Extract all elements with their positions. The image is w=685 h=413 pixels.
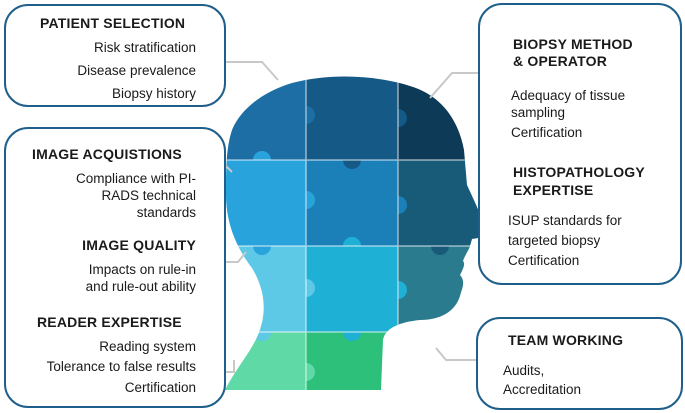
puzzle-piece bbox=[306, 332, 398, 391]
biopsy-operator-title: & OPERATOR bbox=[513, 53, 608, 69]
biopsy-item: sampling bbox=[511, 105, 566, 120]
puzzle-piece bbox=[225, 76, 306, 160]
biopsy-method-title: BIOPSY METHOD bbox=[513, 36, 633, 52]
histopathology-title: HISTOPATHOLOGY bbox=[513, 164, 645, 180]
histopathology-item: ISUP standards for bbox=[508, 213, 622, 228]
reader-expertise-item: Certification bbox=[124, 380, 196, 395]
connector-line bbox=[222, 251, 247, 263]
puzzle-piece bbox=[225, 332, 306, 391]
patient-selection-title: PATIENT SELECTION bbox=[40, 15, 186, 31]
connector-line bbox=[222, 61, 279, 81]
puzzle-piece bbox=[306, 246, 398, 332]
puzzle-piece bbox=[306, 76, 398, 160]
image-quality-item: and rule-out ability bbox=[85, 279, 196, 294]
puzzle-piece bbox=[225, 160, 306, 246]
biopsy-item: Certification bbox=[511, 125, 583, 140]
biopsy-item: Adequacy of tissue bbox=[511, 88, 626, 103]
disease-prevalence-item: Disease prevalence bbox=[77, 63, 196, 78]
reader-expertise-item: Tolerance to false results bbox=[46, 359, 196, 374]
acquisition-item: Compliance with PI- bbox=[75, 171, 196, 186]
connector-line bbox=[222, 360, 235, 373]
histopathology-expertise-title: EXPERTISE bbox=[513, 182, 594, 198]
team-working-item: Audits, bbox=[503, 363, 545, 378]
histopathology-item: targeted biopsy bbox=[508, 233, 601, 248]
team-working-title: TEAM WORKING bbox=[508, 332, 624, 348]
biopsy-histopathology-box bbox=[478, 3, 682, 285]
biopsy-history-item: Biopsy history bbox=[111, 86, 196, 101]
puzzle-piece bbox=[306, 160, 398, 246]
team-working-box bbox=[476, 317, 683, 410]
connector-line bbox=[435, 347, 476, 361]
acquisition-item: standards bbox=[136, 205, 196, 220]
puzzle-piece bbox=[225, 246, 306, 332]
reader-expertise-title: READER EXPERTISE bbox=[37, 314, 182, 330]
acquisition-item: RADS technical bbox=[101, 188, 196, 203]
risk-stratification-item: Risk stratification bbox=[93, 40, 196, 55]
patient-selection-box bbox=[4, 4, 226, 107]
image-quality-item: Impacts on rule-in bbox=[88, 262, 196, 277]
image-acquisitions-title: IMAGE ACQUISTIONS bbox=[32, 146, 182, 162]
reader-expertise-item: Reading system bbox=[99, 339, 196, 354]
imaging-reader-box bbox=[4, 127, 226, 408]
image-quality-title: IMAGE QUALITY bbox=[82, 237, 196, 253]
connector-line bbox=[429, 72, 482, 99]
histopathology-item: Certification bbox=[508, 253, 580, 268]
team-working-item: Accreditation bbox=[503, 382, 582, 397]
